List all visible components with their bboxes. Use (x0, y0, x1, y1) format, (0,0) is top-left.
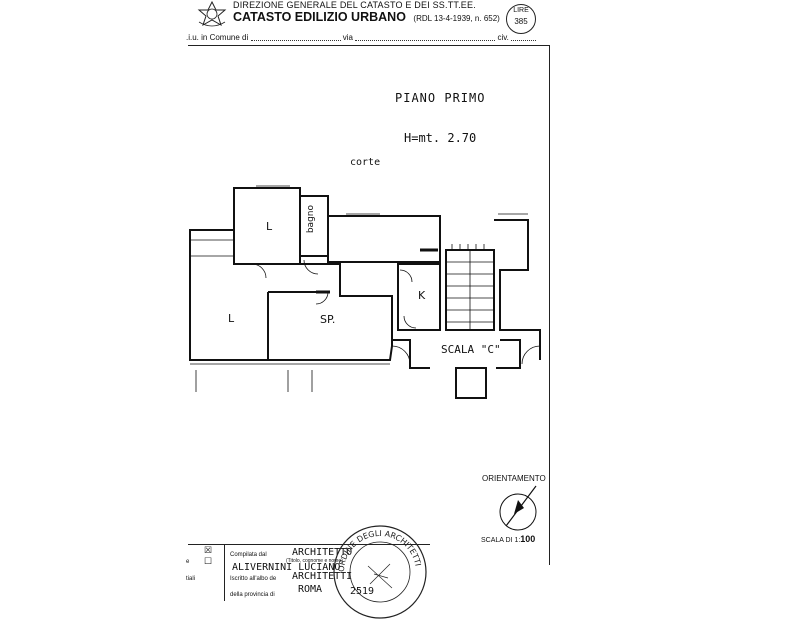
room-living-upper: L (266, 220, 273, 233)
comune-row: .i.u. in Comune di via civ. (186, 33, 537, 42)
civ-field (511, 34, 537, 42)
lire-value: 385 (514, 17, 528, 26)
footer-left-label-2: tiali (186, 576, 196, 582)
orientation-label: ORIENTAMENTO (482, 474, 546, 483)
room-living-left: L (228, 312, 235, 325)
compilata-value: ARCHITETTO (292, 547, 353, 558)
header-title-text: CATASTO EDILIZIO URBANO (233, 10, 406, 24)
registration-number: 2519 (350, 586, 375, 597)
height-label: H=mt. 2.70 (404, 131, 477, 145)
footer-form (188, 544, 430, 601)
floor-plan-drawing (189, 185, 541, 399)
room-kitchen: K (418, 289, 426, 302)
albo-value: ARCHITETTI (292, 571, 353, 582)
header-ministry: DIREZIONE GENERALE DEL CATASTO E DEI SS.… (233, 0, 476, 10)
via-field (355, 34, 496, 42)
name-caption: (Titolo, cognome e nome) (286, 558, 343, 564)
republic-emblem-icon (197, 0, 227, 27)
checkbox-checked-icon: ☒ (204, 545, 213, 555)
header-law-ref: (RDL 13-4-1939, n. 652) (413, 14, 500, 23)
provincia-value: ROMA (298, 584, 323, 595)
courtyard-label: corte (350, 157, 381, 168)
comune-field (250, 34, 341, 42)
albo-label: Iscritto all'albo de (230, 576, 277, 582)
north-arrow-icon (499, 485, 537, 531)
lire-stamp: LIRE 385 (506, 4, 536, 34)
frame-top-border (188, 45, 550, 46)
footer-left-label-1: e (186, 559, 190, 565)
provincia-label: della provincia di (230, 592, 275, 598)
room-bathroom: bagno (306, 205, 316, 234)
comune-label: .i.u. in Comune di (186, 33, 249, 42)
room-hallway: SP. (320, 313, 336, 326)
header-title: CATASTO EDILIZIO URBANO (RDL 13-4-1939, … (233, 10, 500, 24)
frame-right-border (549, 45, 550, 565)
footer-divider (224, 545, 225, 601)
floor-label: PIANO PRIMO (395, 91, 486, 105)
scale-indicator: SCALA DI 1:100 (481, 534, 535, 544)
civ-label: civ. (497, 33, 509, 42)
lire-label: LIRE (513, 7, 529, 14)
staircase-label: SCALA "C" (441, 343, 501, 356)
compilata-label: Compilata dal (230, 552, 267, 558)
scale-value: 100 (520, 534, 536, 544)
name-value: ALIVERNINI LUCIANO (232, 562, 341, 573)
scale-label: SCALA DI 1: (481, 537, 521, 544)
architect-seal-icon: ORDINE DEGLI ARCHITETTI (333, 525, 427, 619)
via-label: via (342, 33, 353, 42)
checkbox-empty-icon: ☐ (204, 556, 213, 566)
